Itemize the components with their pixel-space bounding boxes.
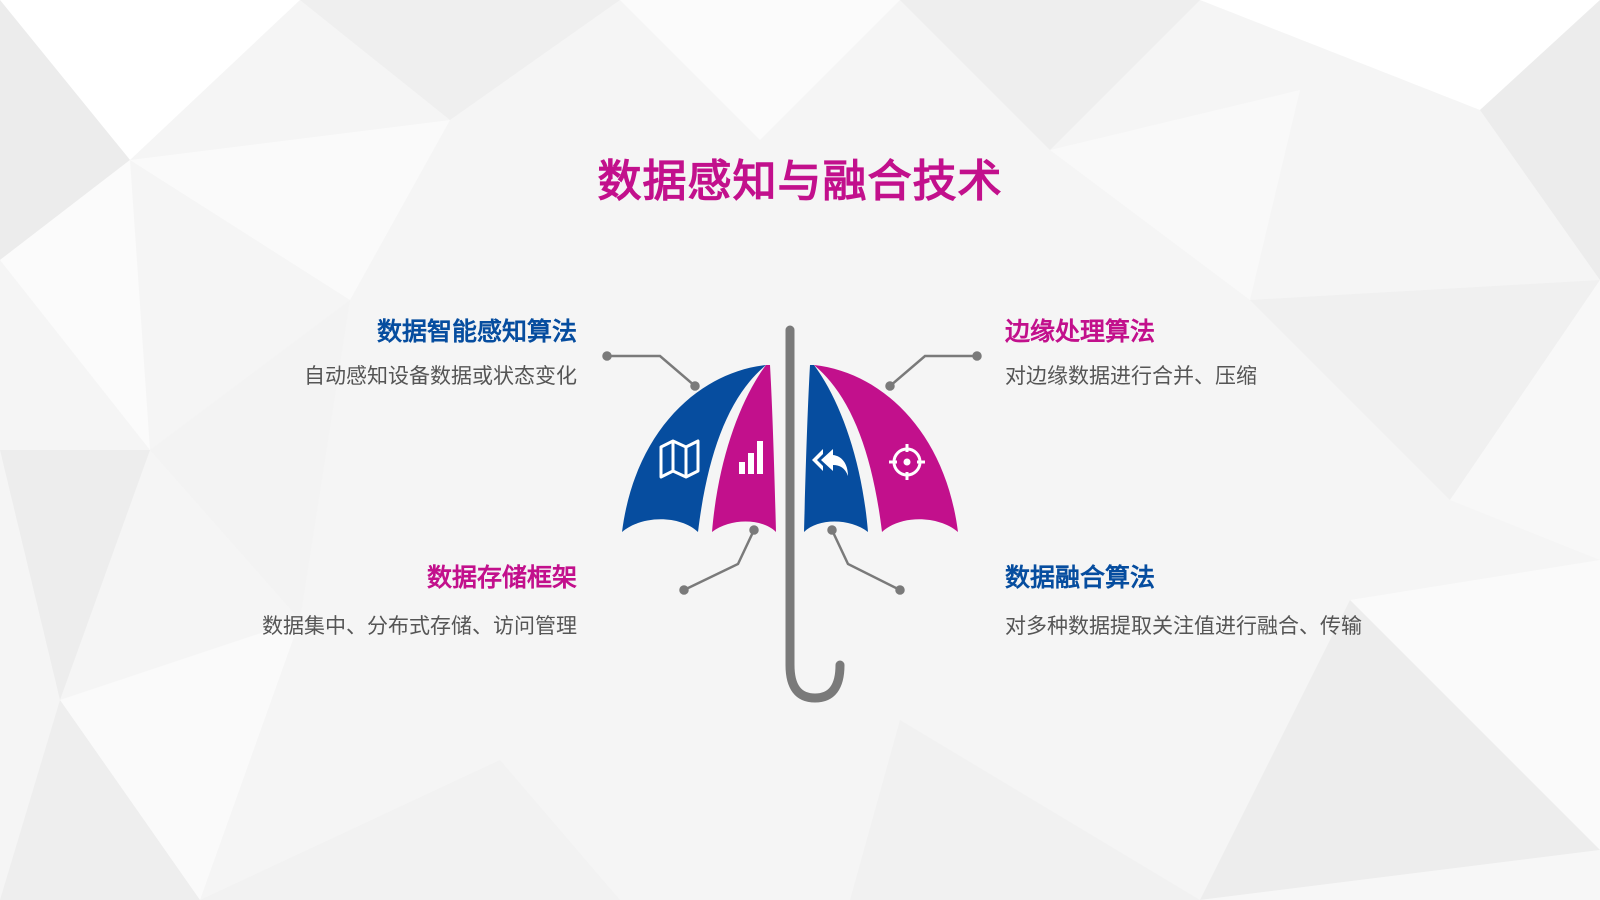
connector-top-left [602, 351, 700, 391]
bar-chart-icon [739, 441, 763, 474]
item-description: 数据集中、分布式存储、访问管理 [262, 614, 577, 638]
canopy-panel-2 [712, 365, 776, 532]
item-heading: 数据智能感知算法 [376, 317, 577, 346]
item-heading: 数据存储框架 [426, 563, 577, 592]
umbrella-shaft [785, 325, 845, 703]
connector-bottom-right [827, 525, 905, 595]
item-heading: 数据融合算法 [1005, 563, 1156, 592]
map-icon [659, 439, 700, 479]
canopy-panel-1 [622, 365, 766, 532]
reply-all-icon [812, 449, 848, 476]
connector-top-right [885, 351, 982, 391]
item-description: 自动感知设备数据或状态变化 [304, 364, 577, 388]
item-heading: 边缘处理算法 [1005, 317, 1156, 346]
item-bottom-right: 数据融合算法 对多种数据提取关注值进行融合、传输 [1005, 561, 1362, 641]
connector-bottom-left [679, 525, 759, 595]
page-title: 数据感知与融合技术 [597, 156, 1003, 207]
item-top-left: 数据智能感知算法 自动感知设备数据或状态变化 [304, 315, 577, 391]
item-top-right: 边缘处理算法 对边缘数据进行合并、压缩 [1005, 315, 1257, 391]
item-description: 对多种数据提取关注值进行融合、传输 [1005, 614, 1362, 638]
canopy-panel-3 [804, 365, 868, 532]
target-icon [889, 444, 925, 480]
canopy-panel-4 [814, 365, 958, 532]
item-description: 对边缘数据进行合并、压缩 [1005, 364, 1257, 388]
item-bottom-left: 数据存储框架 数据集中、分布式存储、访问管理 [262, 561, 577, 641]
